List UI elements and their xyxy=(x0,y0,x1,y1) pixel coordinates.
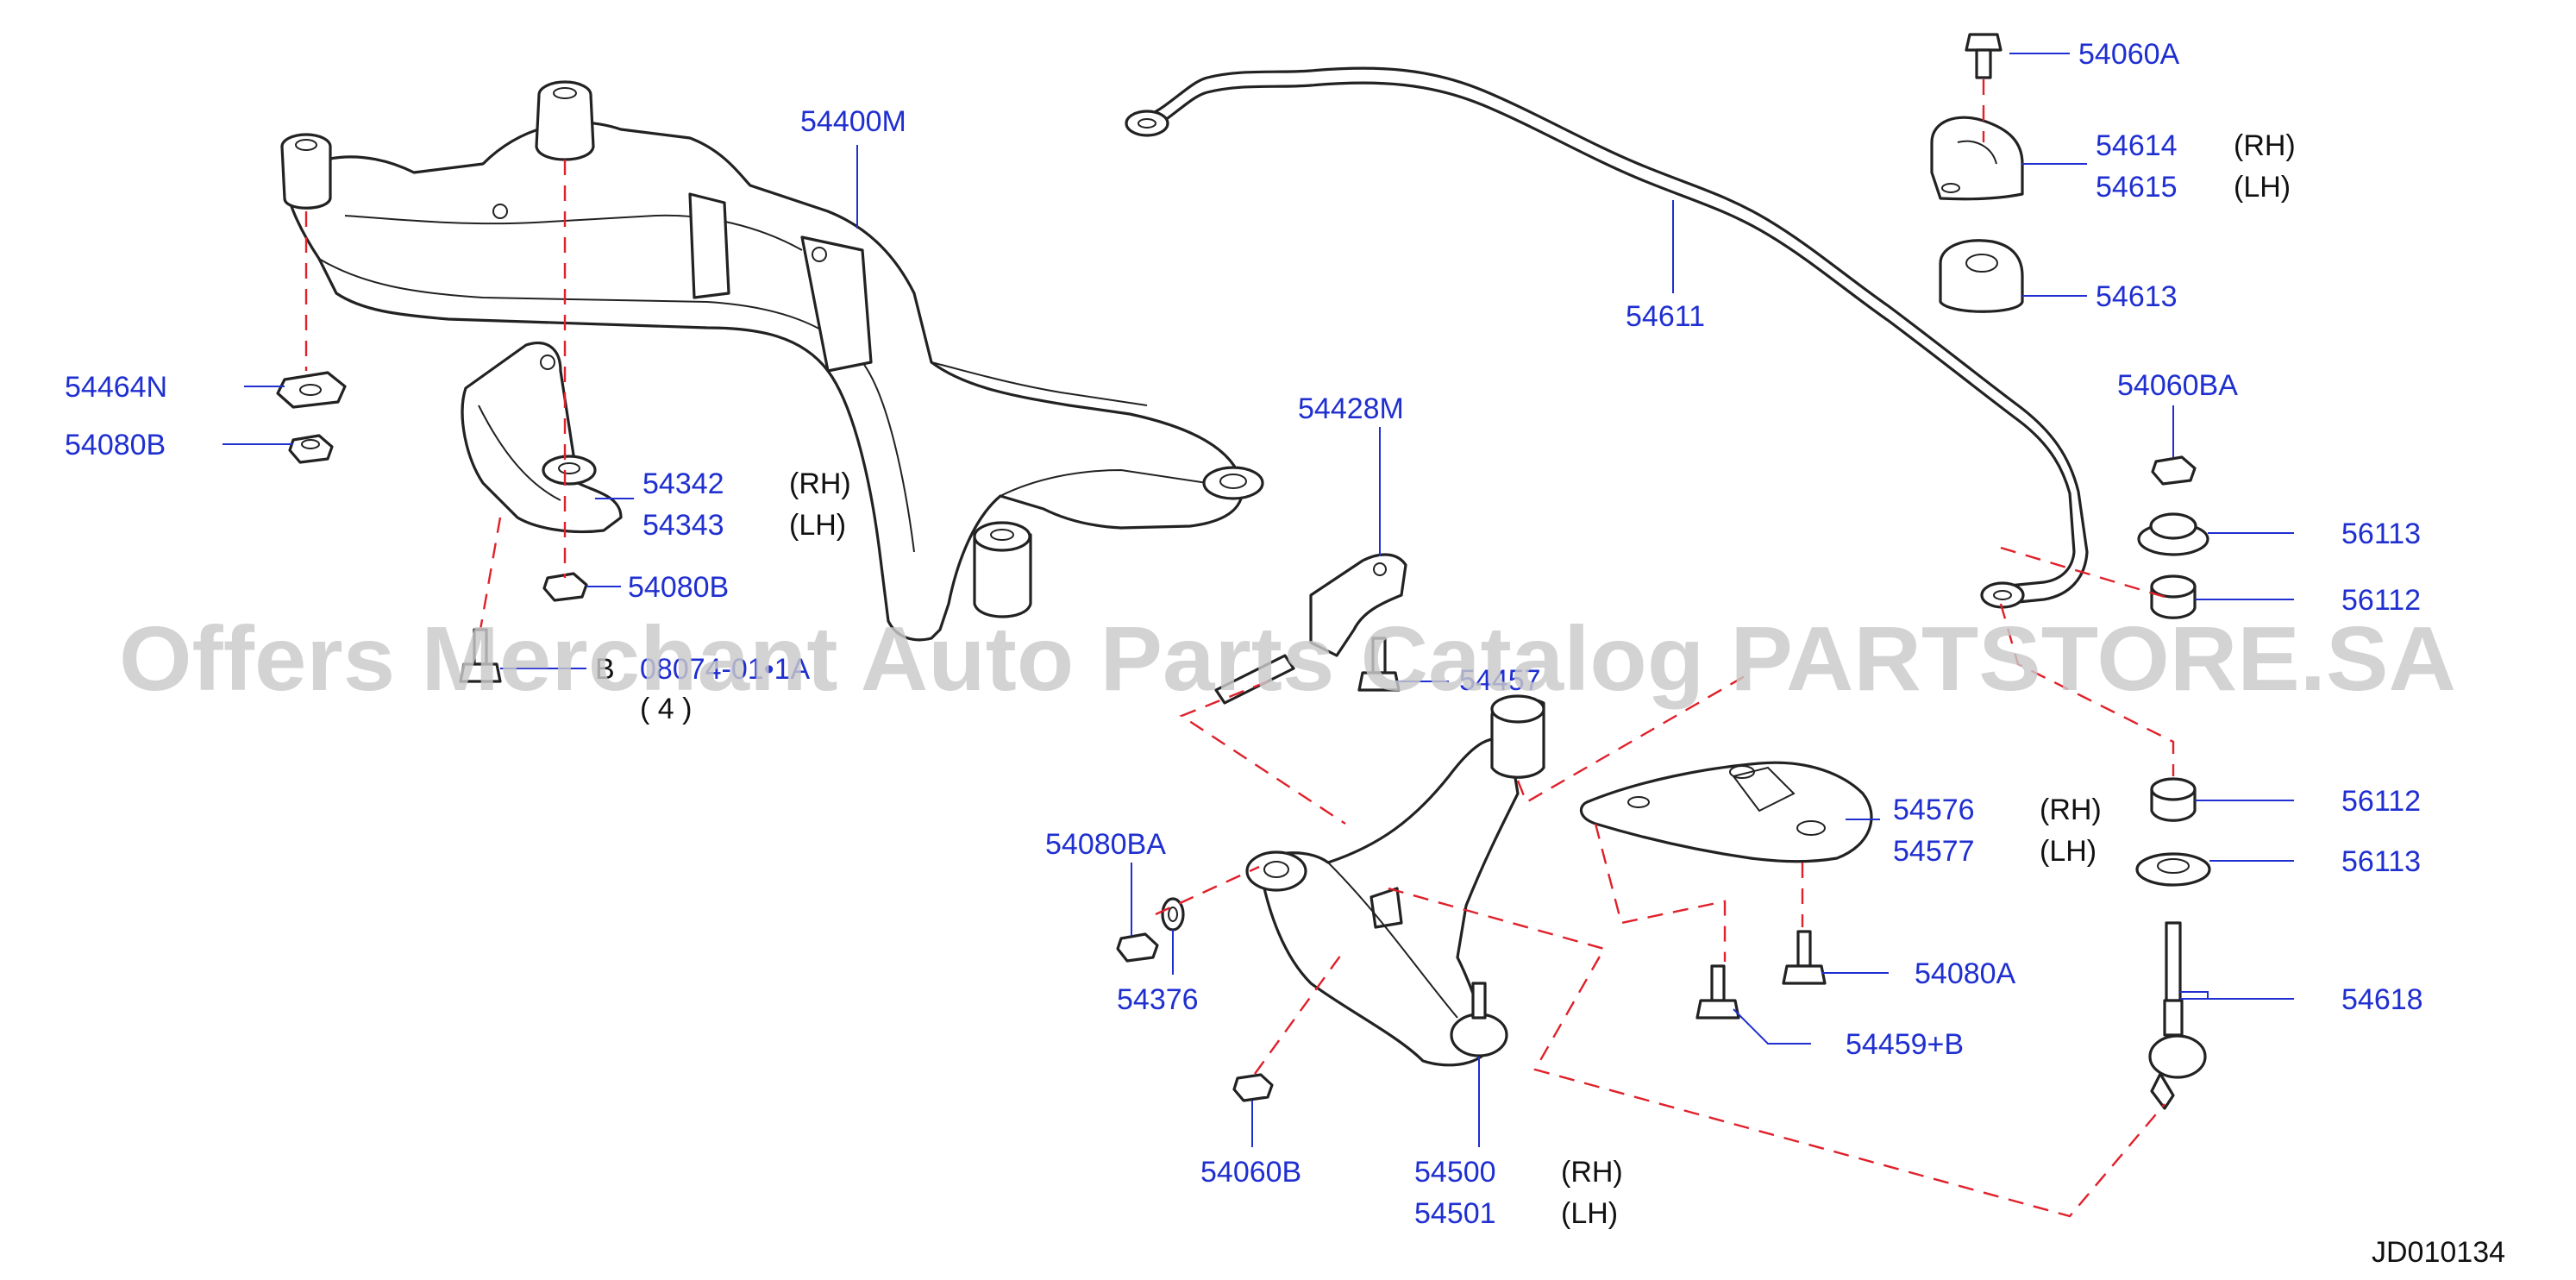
label-54464n[interactable]: 54464N xyxy=(65,371,167,404)
label-08074[interactable]: 08074-01•1A xyxy=(640,653,810,686)
label-54060ba[interactable]: 54060BA xyxy=(2117,369,2238,402)
clamp-54614-drawing[interactable] xyxy=(1930,116,2024,201)
leader-lines xyxy=(223,53,2294,1147)
label-54501-side: (LH) xyxy=(1561,1197,1618,1230)
diagram-code: JD010134 xyxy=(2372,1236,2505,1269)
label-54500[interactable]: 54500 xyxy=(1414,1156,1496,1189)
washer-56113-a-drawing[interactable] xyxy=(2137,512,2209,556)
label-b-prefix: B xyxy=(595,653,615,686)
nut-54080ba-drawing[interactable] xyxy=(1116,932,1159,963)
bushing-54613-drawing[interactable] xyxy=(1939,239,2024,313)
label-54615[interactable]: 54615 xyxy=(2096,171,2178,204)
label-54080ba[interactable]: 54080BA xyxy=(1045,828,1166,861)
bracket-54428m-drawing[interactable] xyxy=(1214,553,1407,705)
label-56112-a[interactable]: 56112 xyxy=(2341,584,2421,617)
label-54577-side: (LH) xyxy=(2040,835,2097,868)
nut-54060ba-drawing[interactable] xyxy=(2151,455,2197,486)
label-54501[interactable]: 54501 xyxy=(1414,1197,1496,1230)
assembly-dashed-lines xyxy=(304,79,2175,1218)
label-54343[interactable]: 54343 xyxy=(642,509,724,542)
bushing-56112-b-drawing[interactable] xyxy=(2150,777,2197,822)
label-54615-side: (LH) xyxy=(2234,171,2291,204)
label-54342-side: (RH) xyxy=(789,467,851,500)
label-54611[interactable]: 54611 xyxy=(1626,300,1705,333)
label-54342[interactable]: 54342 xyxy=(642,467,724,500)
bolt-5445x-drawing[interactable] xyxy=(1357,637,1401,692)
label-5445x[interactable]: 54457 xyxy=(1459,664,1541,697)
label-54614[interactable]: 54614 xyxy=(2096,129,2178,162)
label-54576[interactable]: 54576 xyxy=(1893,794,1975,826)
label-54376[interactable]: 54376 xyxy=(1117,983,1199,1016)
label-54428m[interactable]: 54428M xyxy=(1298,392,1404,425)
label-54459b[interactable]: 54459+B xyxy=(1846,1028,1964,1061)
mount-plate-54576-drawing[interactable] xyxy=(1579,761,1873,863)
stabilizer-link-54618-drawing[interactable] xyxy=(2148,921,2207,1110)
nut-54060b-drawing[interactable] xyxy=(1232,1073,1274,1102)
bolt-54060a-drawing[interactable] xyxy=(1965,33,2003,79)
bolt-54080a-drawing[interactable] xyxy=(1782,930,1827,985)
washer-54464n-drawing[interactable] xyxy=(276,371,347,409)
watermark: Offers Merchant Auto Parts Catalog PARTS… xyxy=(119,608,2456,710)
nut-54080b-a-drawing[interactable] xyxy=(288,434,334,464)
bushing-56112-a-drawing[interactable] xyxy=(2150,574,2197,619)
label-54576-side: (RH) xyxy=(2040,794,2102,826)
label-54614-side: (RH) xyxy=(2234,129,2296,162)
label-56113-b[interactable]: 56113 xyxy=(2341,845,2421,878)
label-54080b-a[interactable]: 54080B xyxy=(65,429,166,461)
label-54060b[interactable]: 54060B xyxy=(1200,1156,1301,1189)
label-54080b-b[interactable]: 54080B xyxy=(628,571,729,604)
lower-arm-54500-drawing[interactable] xyxy=(1245,694,1545,1067)
label-54577[interactable]: 54577 xyxy=(1893,835,1975,868)
label-quantity: ( 4 ) xyxy=(640,693,692,725)
label-54080a[interactable]: 54080A xyxy=(1915,957,2016,990)
bolt-54459b-drawing[interactable] xyxy=(1695,964,1740,1020)
label-54500-side: (RH) xyxy=(1561,1156,1623,1189)
nut-54080b-b-drawing[interactable] xyxy=(542,572,588,602)
label-54343-side: (LH) xyxy=(789,509,846,542)
suspension-member-drawing[interactable] xyxy=(280,80,1264,642)
stabilizer-bar-drawing[interactable] xyxy=(1125,66,2089,609)
washer-56113-b-drawing[interactable] xyxy=(2135,852,2211,887)
label-56112-b[interactable]: 56112 xyxy=(2341,785,2421,818)
label-54400m[interactable]: 54400M xyxy=(800,105,906,138)
label-54618[interactable]: 54618 xyxy=(2341,983,2423,1016)
part-labels: 54060A 54614 (RH) 54615 (LH) 54613 54611… xyxy=(65,38,2423,1230)
label-54060a[interactable]: 54060A xyxy=(2078,38,2180,71)
mount-bracket-drawing[interactable] xyxy=(461,342,623,534)
label-54613[interactable]: 54613 xyxy=(2096,280,2178,313)
label-56113-a[interactable]: 56113 xyxy=(2341,518,2421,550)
